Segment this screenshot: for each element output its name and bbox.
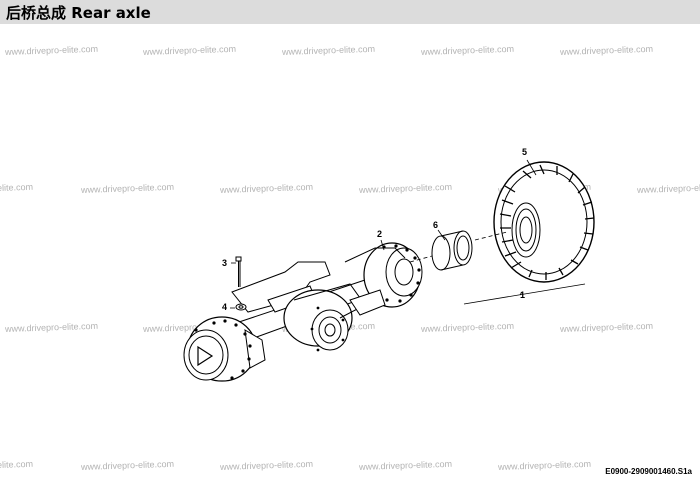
callout-label: 6: [433, 220, 439, 230]
washer-illustration: [235, 303, 247, 311]
callout-label: 3: [222, 258, 228, 268]
callout-label: 2: [377, 229, 383, 239]
tire-illustration: [493, 161, 595, 283]
callout-label: 5: [522, 147, 528, 157]
drawing-code: E0900-2909001460.S1a: [605, 467, 692, 476]
rim-illustration: [431, 230, 473, 271]
axle-housing-illustration: [183, 242, 423, 382]
leader-lines: [230, 159, 586, 309]
page-title: 后桥总成 Rear axle: [6, 4, 151, 22]
title-bar: 后桥总成 Rear axle: [0, 0, 700, 24]
hub-bolts: [194, 244, 421, 380]
callout-label: 1: [520, 290, 526, 300]
bolt-illustration: [235, 256, 242, 287]
callout-label: 4: [222, 302, 228, 312]
